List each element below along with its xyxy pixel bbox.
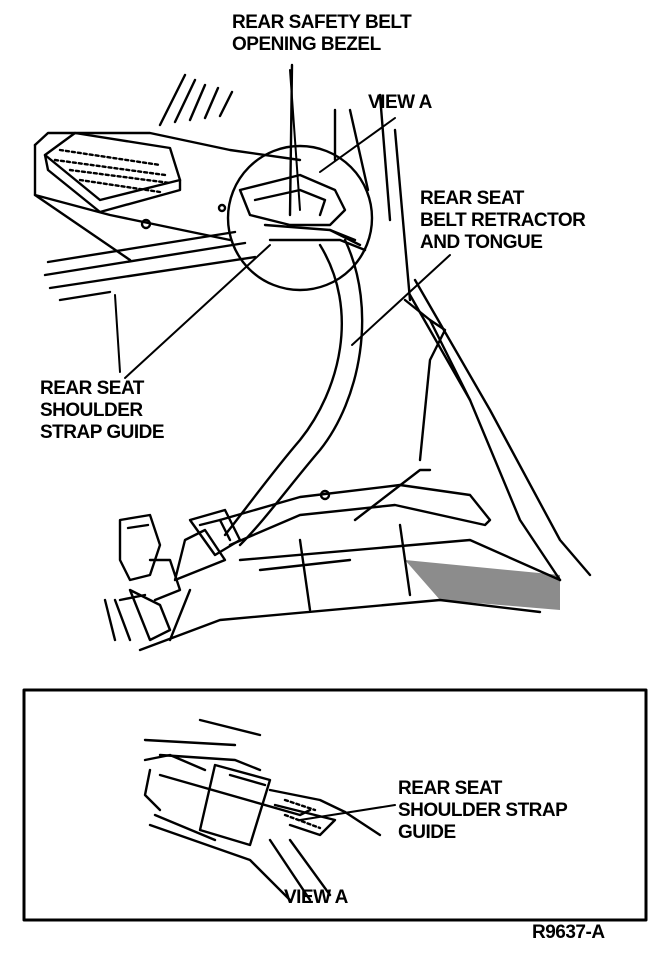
seat-buckle [103, 513, 162, 642]
shoulder-belt-webbing [223, 238, 364, 547]
view-a-inset-title: VIEW A [284, 887, 348, 908]
detail-callout-ring [226, 144, 374, 292]
view-a-detail [143, 718, 396, 902]
view-a-inset-frame [22, 688, 648, 922]
seat-cushion-stipple [405, 560, 560, 610]
figure-code: R9637-A [532, 922, 605, 943]
rear-pillar-lines [158, 63, 592, 582]
leader-lines-upper [114, 69, 451, 379]
view-a-callout-label: VIEW A [368, 92, 432, 113]
belt-tongue-assembly [118, 508, 242, 642]
package-tray-outline [33, 131, 302, 302]
retractor-label: REAR SEAT BELT RETRACTOR AND TONGUE [420, 188, 586, 253]
inset-strap-guide-label: REAR SEAT SHOULDER STRAP GUIDE [398, 778, 568, 843]
quarter-trim-panel [138, 468, 562, 652]
bezel-label: REAR SAFETY BELT OPENING BEZEL [232, 12, 412, 55]
speaker-grille [43, 131, 182, 214]
strap-guide-label: REAR SEAT SHOULDER STRAP GUIDE [40, 378, 165, 443]
seat-belt-rail [218, 483, 492, 547]
